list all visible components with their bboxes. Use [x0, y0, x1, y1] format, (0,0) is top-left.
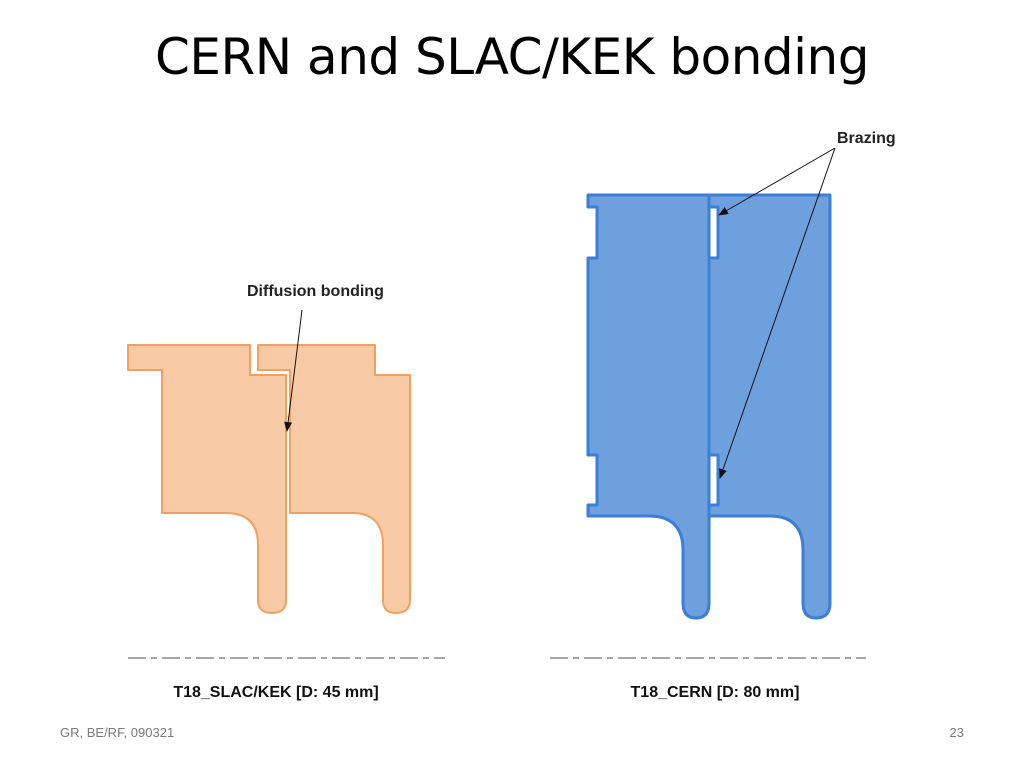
slac-disc-left — [127, 344, 287, 614]
diffusion-bonding-label: Diffusion bonding — [247, 283, 384, 300]
cern-caption: T18_CERN [D: 80 mm] — [631, 684, 800, 701]
slac-kek-caption: T18_SLAC/KEK [D: 45 mm] — [173, 684, 378, 701]
brazing-arrow-bottom — [719, 147, 836, 479]
slac-kek-structure — [127, 344, 411, 614]
cern-structure — [586, 193, 832, 620]
slac-disc-right — [257, 344, 411, 614]
footer-author: GR, BE/RF, 090321 — [60, 725, 175, 740]
cern-disc-right — [707, 193, 832, 620]
diffusion-bonding-arrow — [284, 309, 303, 432]
slide-title: CERN and SLAC/KEK bonding — [155, 28, 869, 86]
brazing-label: Brazing — [837, 130, 896, 147]
page-number: 23 — [949, 725, 964, 740]
cern-disc-left — [586, 193, 711, 620]
brazing-arrow-top — [718, 147, 836, 216]
